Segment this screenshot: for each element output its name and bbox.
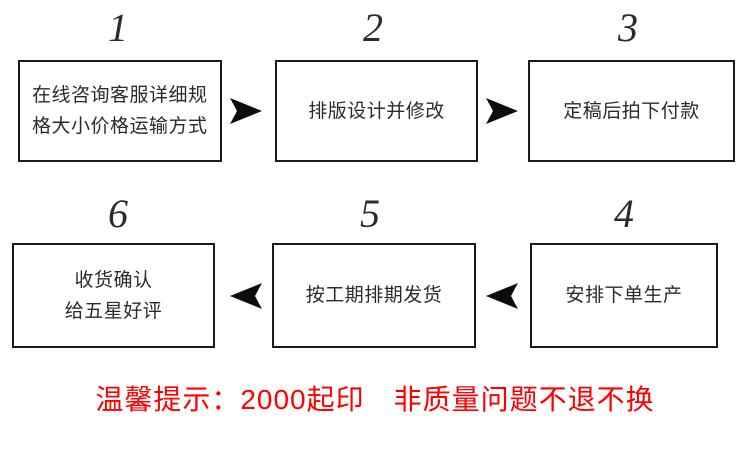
step-box-2: 排版设计并修改	[275, 60, 478, 162]
step-number-3: 3	[618, 5, 638, 50]
step-number-5: 5	[360, 191, 380, 236]
step-box-4: 安排下单生产	[530, 243, 718, 348]
step-box-6: 收货确认 给五星好评	[12, 243, 215, 348]
arrow-step5-to-step6	[228, 281, 264, 311]
step-box-6-label: 收货确认 给五星好评	[64, 269, 163, 322]
step-box-4-label: 安排下单生产	[565, 285, 683, 306]
step-number-4: 4	[614, 191, 634, 236]
arrow-step4-to-step5	[484, 281, 520, 311]
step-box-5-label: 按工期排期发货	[305, 285, 443, 306]
step-box-1-label: 在线咨询客服详细规格大小价格运输方式	[32, 85, 208, 137]
step-box-1: 在线咨询客服详细规格大小价格运输方式	[18, 60, 222, 162]
step-box-3: 定稿后拍下付款	[528, 60, 735, 162]
step-number-1: 1	[108, 5, 128, 50]
step-box-3-label: 定稿后拍下付款	[563, 100, 700, 122]
step-number-6: 6	[108, 191, 128, 236]
notice-text: 温馨提示：2000起印 非质量问题不退不换	[95, 384, 655, 415]
step-number-2: 2	[363, 5, 383, 50]
step-box-5: 按工期排期发货	[272, 243, 476, 348]
step-box-2-label: 排版设计并修改	[308, 100, 445, 122]
arrow-step1-to-step2	[228, 96, 264, 126]
arrow-step2-to-step3	[484, 96, 520, 126]
